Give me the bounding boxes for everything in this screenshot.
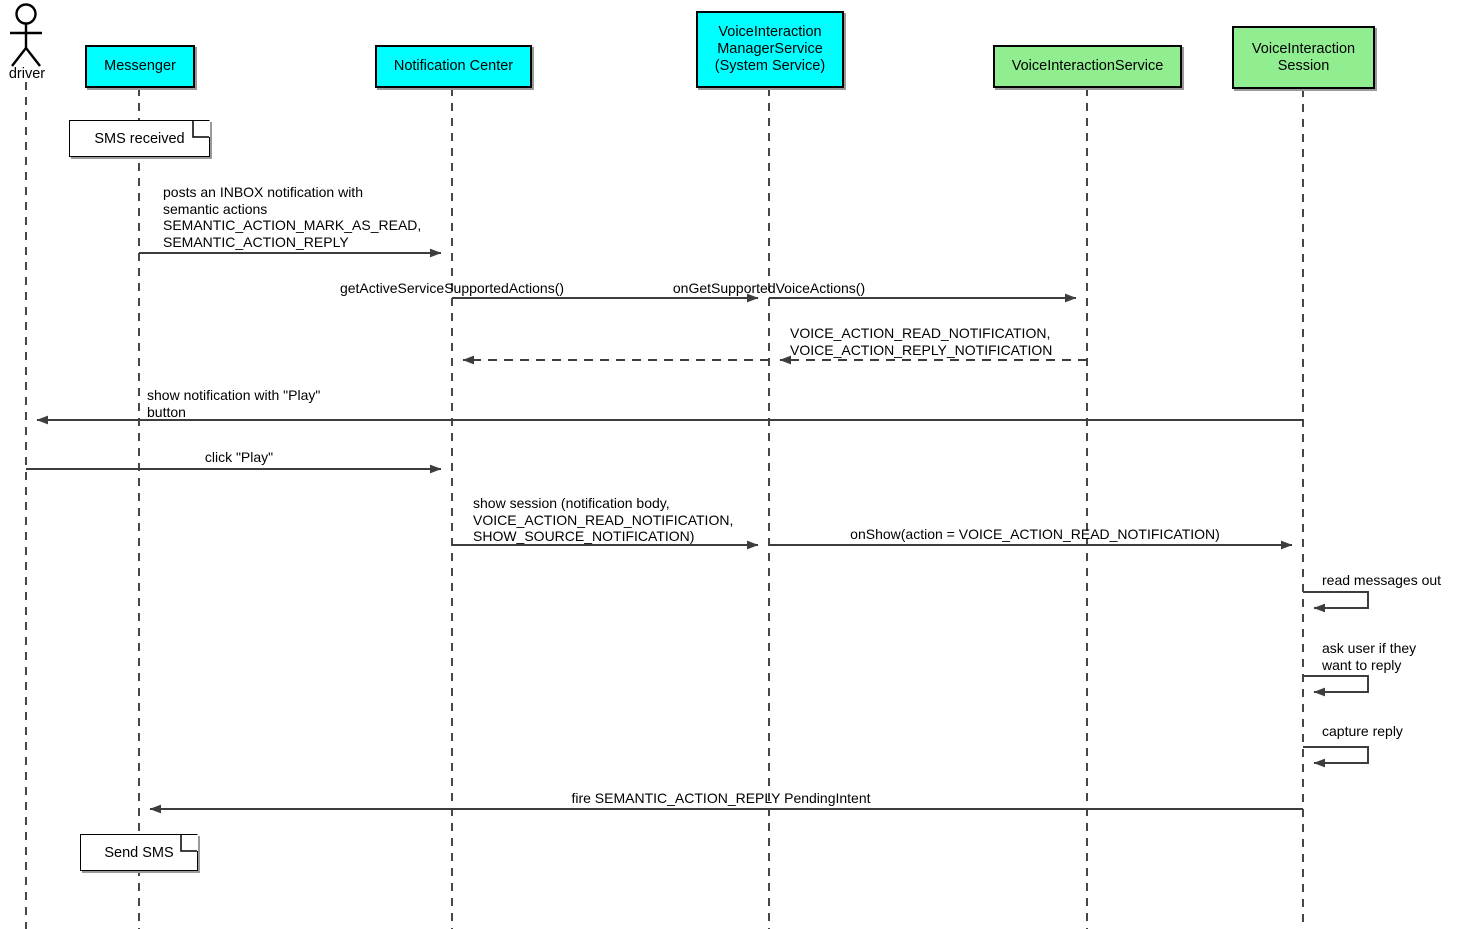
participant-box-messenger[interactable]: Messenger (85, 45, 195, 88)
message-label-show-notification-play: show notification with "Play" button (147, 387, 321, 420)
self-call-loops (1303, 591, 1369, 768)
note-sms-received: SMS received (69, 120, 210, 157)
participant-label-voice-interaction-service: VoiceInteractionService (1011, 58, 1164, 74)
participant-box-voice-interaction-service[interactable]: VoiceInteractionService (993, 45, 1182, 88)
message-label-on-get-supported-voice-actions: onGetSupportedVoiceActions() (672, 280, 866, 296)
participant-box-voice-interaction-manager-service[interactable]: VoiceInteraction ManagerService (System … (696, 11, 844, 88)
note-text-sms-received: SMS received (94, 130, 185, 147)
actor-label-driver: driver (8, 66, 46, 82)
self-loop-ask-user-reply (1303, 675, 1369, 697)
message-label-show-session: show session (notification body, VOICE_A… (473, 495, 734, 544)
self-message-label-ask-user-reply: ask user if they want to reply (1322, 640, 1417, 673)
note-fold-corner-icon (193, 120, 210, 137)
participant-label-voice-interaction-session: VoiceInteraction Session (1251, 40, 1356, 74)
lifelines (25, 82, 1304, 929)
actor-driver-figure (10, 3, 42, 67)
message-label-post-inbox-notification: posts an INBOX notification with semanti… (163, 184, 422, 250)
note-fold-lines-icon (192, 121, 209, 138)
message-label-return-voice-actions: VOICE_ACTION_READ_NOTIFICATION, VOICE_AC… (790, 325, 1053, 358)
message-label-click-play: click "Play" (204, 449, 274, 465)
message-label-fire-semantic-action-reply: fire SEMANTIC_ACTION_REPLY PendingIntent (571, 790, 871, 806)
note-text-send-sms: Send SMS (104, 844, 174, 861)
participant-label-voice-interaction-manager-service: VoiceInteraction ManagerService (System … (714, 24, 826, 74)
participant-box-notification-center[interactable]: Notification Center (375, 45, 532, 88)
self-loop-capture-reply (1303, 746, 1369, 768)
participant-box-voice-interaction-session[interactable]: VoiceInteraction Session (1232, 26, 1375, 89)
self-message-label-capture-reply: capture reply (1322, 723, 1403, 739)
note-send-sms: Send SMS (80, 834, 198, 871)
participant-label-messenger: Messenger (104, 58, 176, 74)
message-label-get-active-service-supported-actions: getActiveServiceSupportedActions() (339, 280, 565, 296)
message-arrows (26, 248, 1303, 814)
note-fold-corner-icon (181, 834, 198, 851)
self-message-label-read-messages-out: read messages out (1322, 572, 1442, 588)
self-loop-read-messages-out (1303, 591, 1369, 613)
note-fold-lines-icon (180, 835, 197, 852)
participant-label-notification-center: Notification Center (393, 58, 514, 74)
message-label-on-show: onShow(action = VOICE_ACTION_READ_NOTIFI… (850, 526, 1220, 542)
